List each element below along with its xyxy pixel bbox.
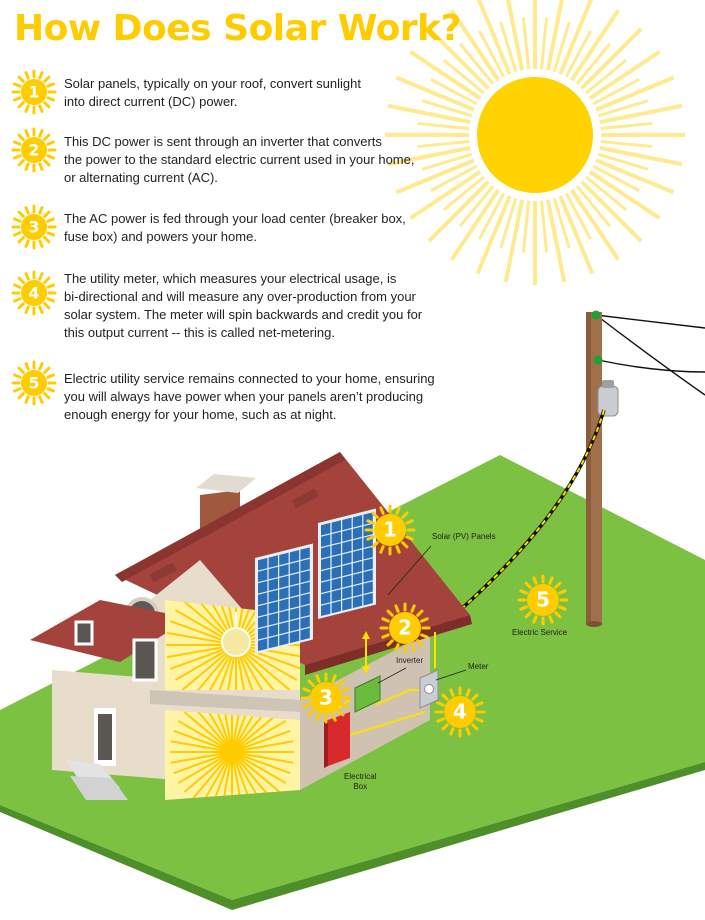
step-5-text: Electric utility service remains connect… bbox=[64, 371, 435, 422]
meter bbox=[419, 669, 439, 709]
step-badge-1: 1 bbox=[11, 69, 57, 115]
step-badge-3: 3 bbox=[300, 672, 352, 724]
solar-panels bbox=[255, 508, 376, 654]
step-badge-4: 4 bbox=[11, 270, 57, 316]
electric-service-label: Electric Service bbox=[512, 628, 568, 637]
inverter bbox=[354, 675, 381, 713]
step-badge-number: 4 bbox=[28, 283, 39, 302]
step-1-text: Solar panels, typically on your roof, co… bbox=[64, 76, 361, 109]
step-badge-1: 1 bbox=[364, 504, 416, 556]
service-line bbox=[433, 409, 606, 634]
solar-panels-label: Solar (PV) Panels bbox=[432, 532, 496, 541]
step-badge-number: 3 bbox=[319, 686, 333, 710]
inverter-label: Inverter bbox=[396, 656, 424, 665]
page-title: How Does Solar Work? bbox=[14, 8, 461, 49]
step-badge-number: 1 bbox=[28, 82, 39, 101]
step-badge-number: 4 bbox=[453, 700, 467, 724]
step-badge-2: 2 bbox=[379, 602, 431, 654]
step-badge-5: 5 bbox=[11, 360, 57, 406]
step-4-text: The utility meter, which measures your e… bbox=[64, 271, 423, 340]
step-badge-4: 4 bbox=[434, 686, 486, 738]
utility-pole bbox=[586, 310, 619, 627]
step-badge-number: 2 bbox=[398, 616, 412, 640]
step-badge-number: 1 bbox=[383, 518, 397, 542]
electrical-box bbox=[324, 712, 350, 768]
step-badge-number: 2 bbox=[28, 140, 39, 159]
meter-label: Meter bbox=[468, 662, 489, 671]
step-badge-2: 2 bbox=[11, 127, 57, 173]
electrical-box-label: Electrical Box bbox=[344, 772, 377, 791]
step-badge-number: 5 bbox=[28, 373, 39, 392]
step-badge-number: 5 bbox=[536, 588, 550, 612]
step-2-text: This DC power is sent through an inverte… bbox=[64, 134, 415, 185]
sun bbox=[385, 0, 685, 285]
step-badge-number: 3 bbox=[28, 217, 39, 236]
step-3-text: The AC power is fed through your load ce… bbox=[64, 211, 406, 244]
step-badge-3: 3 bbox=[11, 204, 57, 250]
step-badge-5: 5 bbox=[517, 574, 569, 626]
